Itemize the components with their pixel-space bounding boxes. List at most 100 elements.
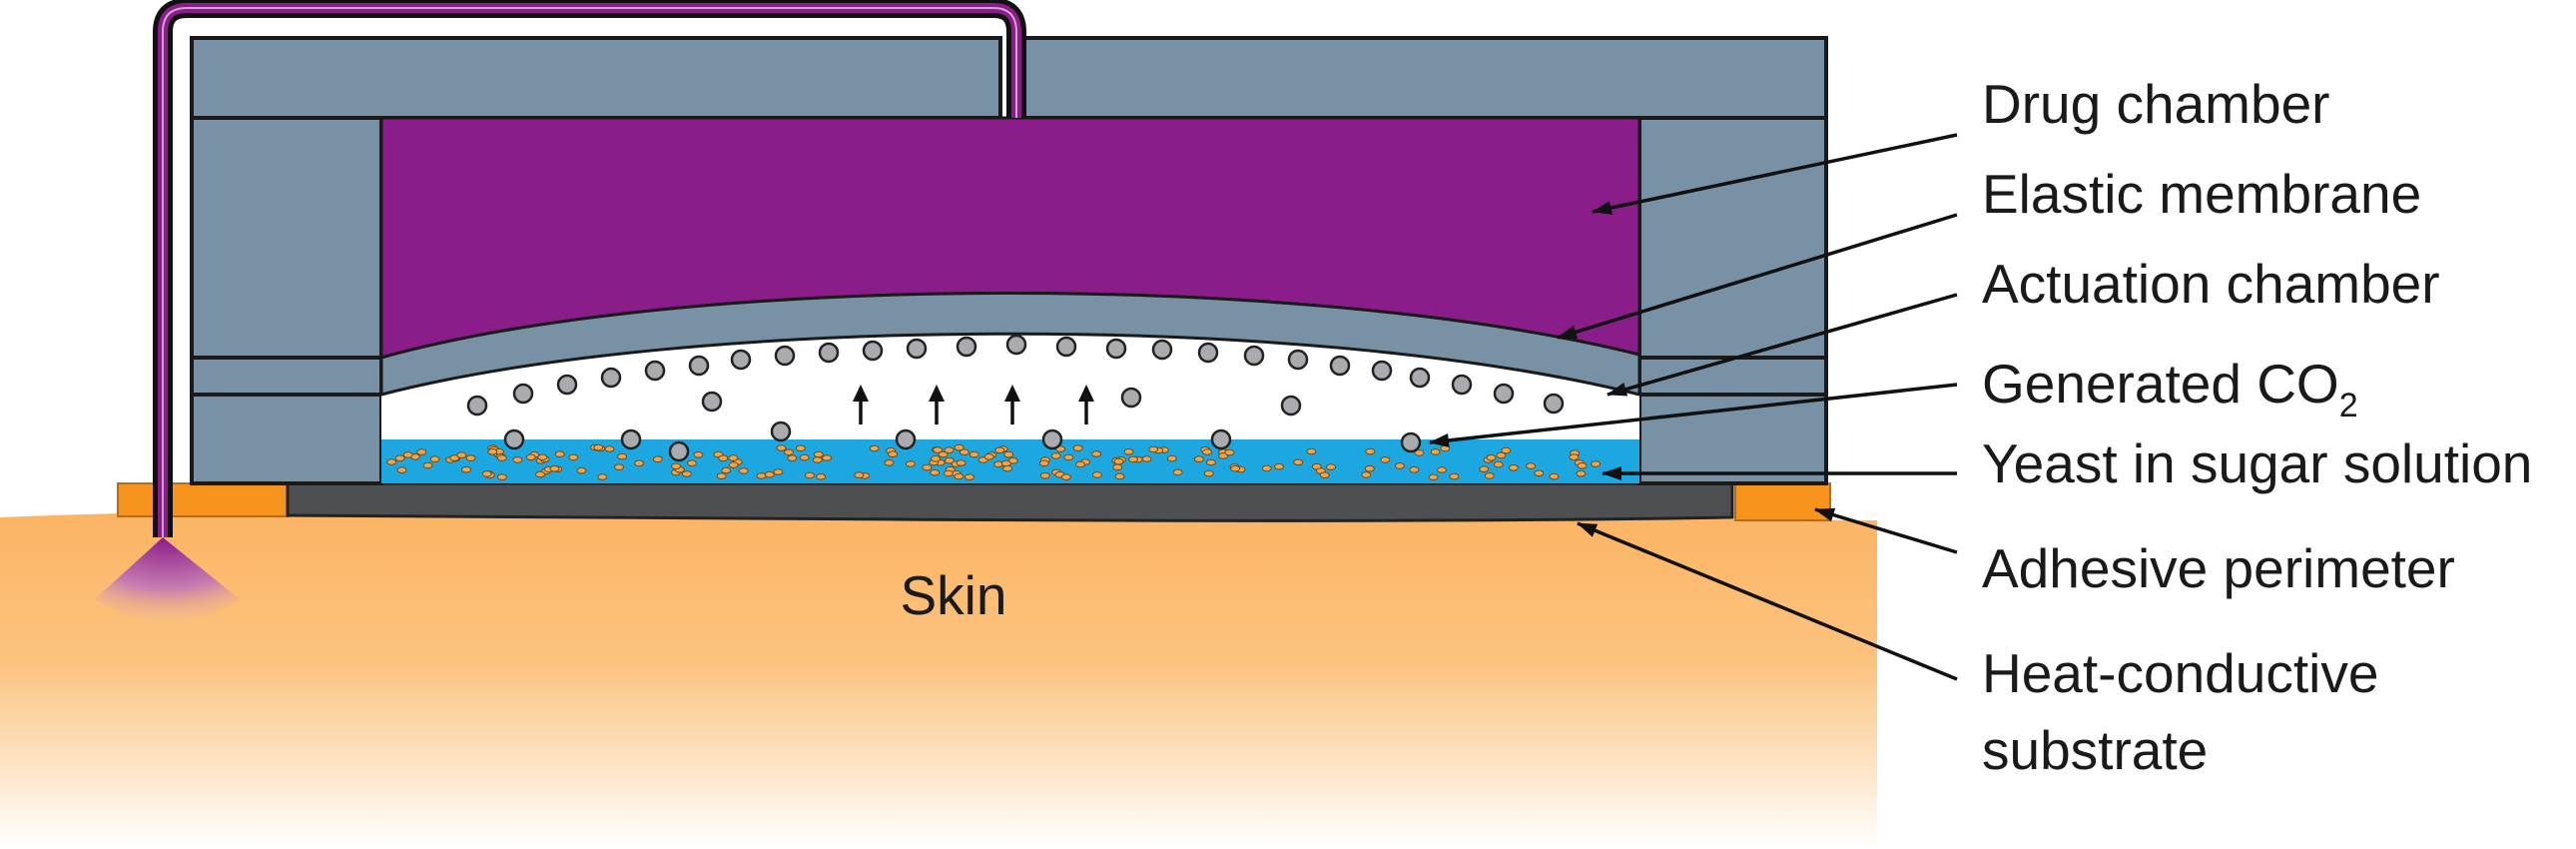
yeast-cell <box>1113 457 1124 465</box>
yeast-cell <box>1437 466 1447 473</box>
yeast-cell <box>1484 472 1495 479</box>
yeast-cell <box>1203 469 1214 477</box>
yeast-cell <box>773 468 784 475</box>
yeast-cell <box>1508 464 1519 471</box>
co2-bubble <box>1055 336 1077 358</box>
skin-region <box>0 511 1877 849</box>
up-arrow <box>853 385 869 424</box>
yeast-cell <box>776 444 787 451</box>
leader-heat-substrate <box>1577 521 1958 681</box>
yeast-cell <box>1319 471 1330 479</box>
yeast-cell <box>1526 462 1537 469</box>
co2-bubble <box>1400 431 1422 453</box>
yeast-cell <box>681 470 692 477</box>
co2-bubble <box>1243 345 1265 367</box>
co2-bubble <box>466 395 488 417</box>
yeast-cell <box>728 461 739 468</box>
yeast-cell <box>535 470 546 478</box>
yeast-cell <box>756 472 767 479</box>
yeast-cell <box>1306 447 1317 455</box>
yeast-cell <box>1449 472 1460 480</box>
yeast-cell <box>1092 471 1102 478</box>
co2-bubble <box>1210 428 1232 450</box>
yeast-cell <box>888 450 899 458</box>
yeast-cell <box>764 470 775 478</box>
yeast-cell <box>576 466 587 474</box>
yeast-cell <box>554 450 565 458</box>
yeast-cell <box>496 454 507 461</box>
label-generated-co2-text: Generated CO <box>1982 353 2339 415</box>
co2-bubble <box>620 428 642 450</box>
yeast-cell <box>1148 445 1159 453</box>
co2-bubble <box>1151 339 1173 361</box>
yeast-cell <box>686 459 697 467</box>
co2-bubble <box>1371 360 1393 382</box>
yeast-cell <box>1039 472 1050 479</box>
label-generated-co2: Generated CO2 <box>1982 353 2358 424</box>
yeast-cell <box>944 456 955 464</box>
yeast-cell <box>799 453 810 461</box>
yeast-cell <box>804 471 815 479</box>
gas-pressure-arrows <box>853 385 1094 424</box>
housing-top-left <box>190 36 1002 120</box>
yeast-cell <box>1380 456 1391 463</box>
co2-bubble <box>818 342 840 364</box>
yeast-cell <box>1063 453 1074 461</box>
yeast-cell <box>537 453 548 461</box>
co2-bubble <box>906 338 928 360</box>
co2-bubble <box>1493 383 1515 405</box>
yeast-cell <box>922 463 933 471</box>
yeast-cell <box>943 469 954 477</box>
housing-right-wall <box>1637 116 1828 485</box>
co2-bubble <box>1105 338 1127 360</box>
co2-bubble <box>668 440 690 462</box>
adhesive-right <box>1734 482 1831 521</box>
yeast-cell <box>386 458 397 465</box>
yeast-cell <box>1479 465 1490 473</box>
yeast-cell <box>1326 463 1336 470</box>
yeast-cell <box>604 445 615 452</box>
yeast-cell <box>1202 448 1212 455</box>
label-yeast-solution: Yeast in sugar solution <box>1982 432 2532 494</box>
co2-bubble <box>895 428 917 450</box>
yeast-cell <box>1486 454 1497 461</box>
yeast-cell <box>1430 448 1441 455</box>
yeast-cell <box>795 444 806 452</box>
yeast-cell <box>822 454 833 461</box>
co2-bubble <box>512 383 534 405</box>
elastic-membrane <box>379 292 1641 397</box>
co2-bubble <box>862 340 884 362</box>
yeast-cell <box>568 453 579 461</box>
leader-generated-co2 <box>1429 383 1958 447</box>
yeast-cell <box>693 451 704 458</box>
co2-bubble <box>644 360 666 382</box>
substrate-plate <box>286 481 1734 522</box>
yeast-cell <box>1123 448 1134 455</box>
co2-bubble <box>956 336 977 358</box>
yeast-cell <box>1141 455 1152 462</box>
yeast-cell <box>1000 459 1011 467</box>
yeast-cell <box>1440 444 1451 452</box>
up-arrow <box>1078 385 1094 424</box>
co2-bubble <box>600 367 622 389</box>
co2-bubble <box>1197 342 1219 364</box>
yeast-cell <box>1364 464 1375 472</box>
yeast-cell <box>429 455 440 463</box>
yeast-cell <box>634 459 645 467</box>
yeast-cell <box>784 448 794 456</box>
yeast-cell <box>1576 469 1587 477</box>
label-heat-substrate-line1: Heat-conductive <box>1982 642 2378 704</box>
yeast-cell <box>1493 460 1504 468</box>
yeast-cell <box>1114 472 1125 480</box>
co2-bubble <box>1287 349 1309 371</box>
yeast-cell <box>597 473 608 480</box>
co2-bubble <box>1543 393 1565 415</box>
co2-bubble <box>503 428 525 450</box>
leader-actuation-chamber <box>1607 293 1958 397</box>
housing-top-right <box>1021 36 1828 120</box>
co2-bubble <box>1451 374 1473 396</box>
yeast-cell <box>959 448 969 456</box>
adhesive-left <box>117 482 289 517</box>
yeast-cell <box>718 454 729 462</box>
